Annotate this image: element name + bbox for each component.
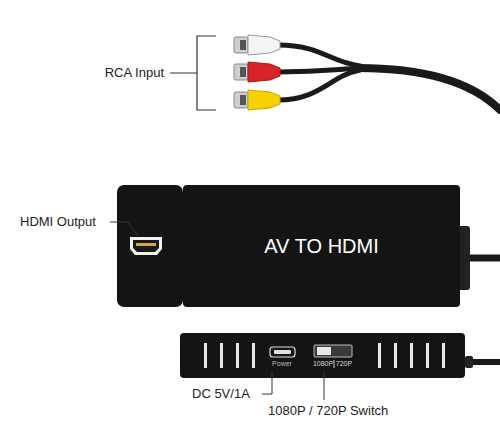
illustration-part	[358, 68, 500, 110]
callout-label: DC 5V/1A	[192, 386, 250, 402]
illustration-part	[278, 70, 360, 100]
illustration-part	[278, 45, 360, 66]
illustration-part	[465, 356, 473, 368]
side-view	[180, 333, 500, 378]
illustration-part	[378, 343, 381, 368]
illustration-part	[410, 343, 413, 368]
illustration-part	[470, 255, 500, 262]
leader-line	[324, 372, 325, 400]
switch-label: 1080P	[313, 360, 333, 368]
rca-plug-red	[234, 62, 280, 82]
switch-label: 720P	[336, 360, 352, 368]
rca-plug-yellow	[234, 90, 280, 110]
illustration-part	[240, 67, 246, 77]
illustration-part	[317, 347, 331, 355]
illustration-part	[136, 243, 156, 246]
illustration-part	[314, 345, 352, 357]
illustration-part	[442, 343, 445, 368]
port-label: Power	[272, 360, 292, 368]
illustration-part	[473, 359, 500, 365]
illustration-part	[240, 95, 246, 105]
hdmi-end	[117, 185, 183, 307]
illustration-part	[426, 343, 429, 368]
illustration-part	[204, 343, 445, 368]
illustration-part	[234, 37, 248, 53]
leader-line	[262, 372, 272, 394]
converter-box: AV TO HDMI	[183, 185, 460, 307]
illustration-part	[334, 360, 335, 368]
bracket	[170, 36, 216, 110]
illustration-part	[117, 185, 183, 307]
illustration-part	[234, 64, 248, 80]
illustration-part	[180, 333, 465, 378]
illustration-part	[204, 343, 207, 368]
leader-line	[110, 222, 138, 236]
rca-plug-white	[234, 35, 280, 55]
callout-label: 1080P / 720P Switch	[268, 403, 388, 419]
illustration-part	[248, 62, 280, 82]
illustration-part	[220, 343, 223, 368]
side-panel: Power 1080P720P	[180, 333, 465, 378]
illustration-part	[394, 343, 397, 368]
illustration-part	[252, 343, 255, 368]
illustration-part	[133, 240, 159, 252]
illustration-part	[248, 90, 280, 110]
illustration-part	[248, 35, 280, 55]
illustration-part	[234, 92, 248, 108]
box-cable	[458, 226, 500, 290]
product-name: AV TO HDMI	[264, 235, 378, 257]
rca-cables	[278, 45, 500, 110]
illustration-part	[274, 350, 291, 354]
callout-label: HDMI Output	[20, 214, 96, 230]
callout-label: RCA Input	[105, 65, 164, 81]
illustration-part	[270, 347, 295, 357]
illustration-part	[236, 343, 239, 368]
illustration-part	[240, 40, 246, 50]
illustration-part	[130, 237, 162, 255]
